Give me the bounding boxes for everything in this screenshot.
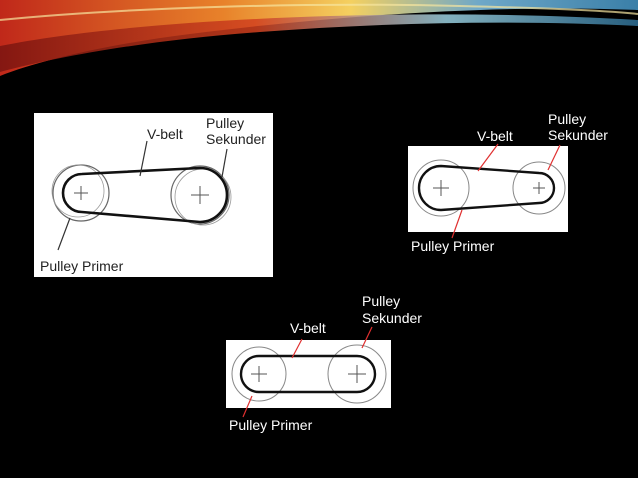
diagram-2-panel xyxy=(408,146,568,232)
diagram-3-vbelt-label: V-belt xyxy=(290,320,326,336)
diagram-2-secondary-label-line1: Pulley xyxy=(548,111,587,127)
diagram-3-primary-label: Pulley Primer xyxy=(229,417,313,433)
diagram-3-secondary-label-line2: Sekunder xyxy=(362,310,422,326)
v-belt-1 xyxy=(61,166,229,224)
diagram-1-panel xyxy=(34,113,273,277)
diagram-1-primary-label: Pulley Primer xyxy=(40,258,124,274)
diagram-1-secondary-label-line1: Pulley xyxy=(206,115,245,131)
diagram-2-vbelt-label: V-belt xyxy=(477,128,513,144)
v-belt-3 xyxy=(239,354,377,394)
diagram-2-secondary-label-line2: Sekunder xyxy=(548,127,608,143)
diagram-1-vbelt-label: V-belt xyxy=(147,126,183,142)
belt-drive-diagram-3 xyxy=(231,344,387,404)
belt-drive-diagram-1 xyxy=(51,140,232,251)
diagram-2-primary-label: Pulley Primer xyxy=(411,238,495,254)
diagram-3-secondary-label-line1: Pulley xyxy=(362,293,401,309)
header-decoration xyxy=(0,0,638,76)
diagram-1-secondary-label-line2: Sekunder xyxy=(206,131,266,147)
belt-drive-diagram-2 xyxy=(412,159,566,217)
v-belt-2 xyxy=(417,164,556,212)
diagram-3-panel xyxy=(226,340,391,408)
secondary-pulley-1 xyxy=(170,165,230,225)
